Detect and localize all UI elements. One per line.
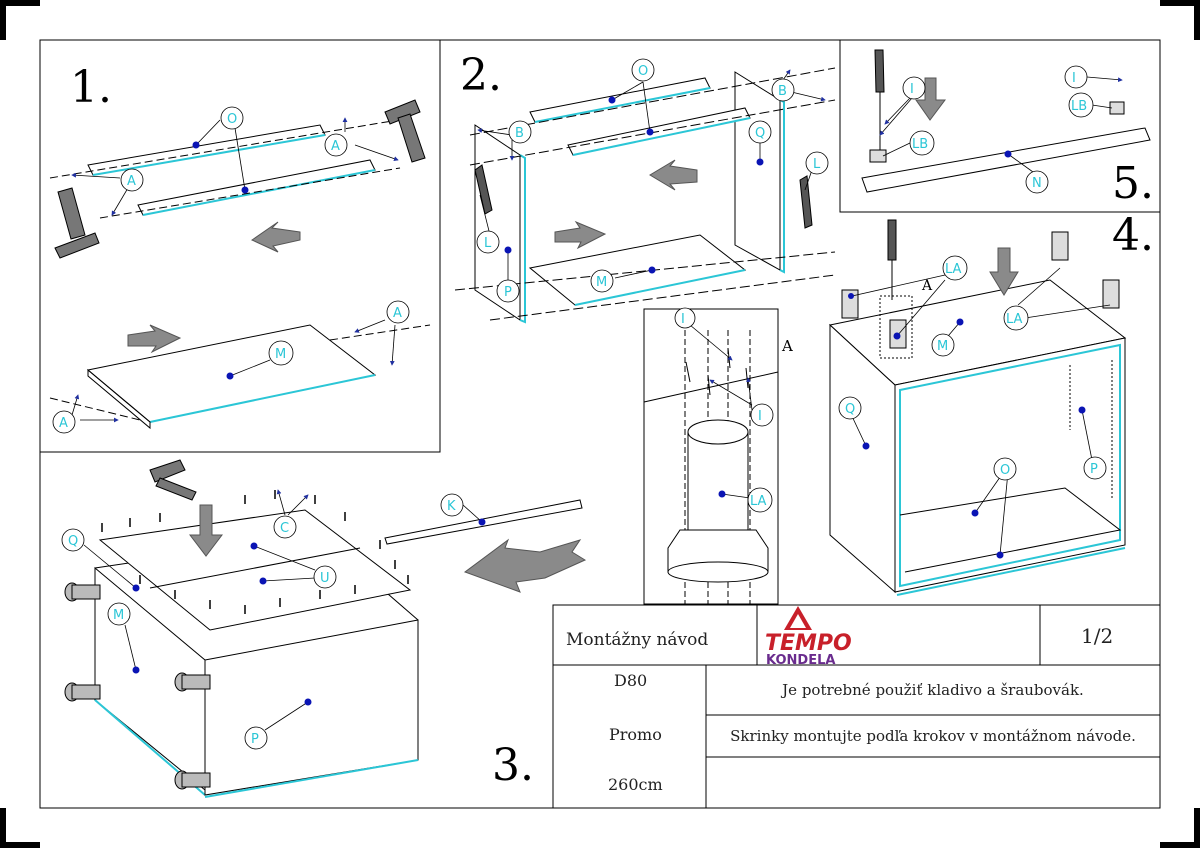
svg-text:KONDELA: KONDELA [766, 653, 835, 668]
part-label-A: A [127, 174, 136, 189]
page-number: 1/2 [1081, 624, 1114, 648]
part-label-M: M [113, 608, 124, 623]
step1-labels [52, 106, 410, 434]
part-label-A: A [59, 416, 68, 431]
note-assembly: Skrinky montujte podľa krokov v montážno… [730, 727, 1136, 745]
part-label-M: M [937, 339, 948, 354]
part-label-P: P [504, 285, 512, 300]
step1-arrows [127, 221, 301, 354]
detail-a-marker: A [921, 278, 933, 294]
step2-labels [476, 58, 829, 303]
title-block-grid [552, 604, 1161, 809]
step4-dots [848, 293, 1086, 559]
note-tools: Je potrebné použiť kladivo a šraubovák. [782, 681, 1084, 699]
series-name: Promo [609, 725, 662, 744]
part-label-LA: LA [945, 262, 962, 277]
step3-labels [61, 493, 464, 750]
part-label-B: B [778, 84, 787, 99]
part-label-O: O [1000, 463, 1010, 478]
model-code: D80 [614, 671, 648, 690]
part-label-M: M [275, 347, 286, 362]
part-label-I: I [758, 409, 762, 424]
step5-dot [1004, 150, 1012, 158]
part-label-I: I [910, 82, 914, 97]
detail-a-labels [674, 307, 774, 513]
detail-a-drawing [643, 330, 779, 604]
part-label-I: I [681, 312, 685, 327]
part-label-LA: LA [1006, 312, 1023, 327]
part-label-P: P [251, 732, 259, 747]
step1-dots [192, 141, 249, 380]
step5-arrows [915, 77, 946, 121]
length-value: 260cm [608, 775, 663, 794]
step5-labels [902, 65, 1094, 194]
part-label-A: A [331, 139, 340, 154]
detail-a-title: A [781, 337, 793, 355]
part-label-Q: Q [755, 126, 765, 141]
part-label-LB: LB [912, 137, 928, 152]
detail-box [643, 308, 779, 605]
step2-drawing [454, 67, 836, 324]
step-number-1: 1. [70, 62, 112, 113]
step-number-2: 2. [460, 50, 502, 101]
part-label-LA: LA [750, 494, 767, 509]
step2-dots [504, 96, 764, 274]
part-label-Q: Q [68, 534, 78, 549]
part-label-C: C [280, 521, 289, 536]
step5-callouts [879, 76, 1123, 173]
step-number-3: 3. [492, 740, 534, 791]
detail-a-callouts [689, 324, 753, 499]
step1-drawing [49, 99, 431, 430]
part-label-K: K [447, 499, 456, 514]
part-label-O: O [227, 112, 237, 127]
step3-callouts [83, 489, 483, 731]
step3-dots [132, 518, 486, 706]
detail-dot [718, 490, 726, 498]
step5-drawing [861, 49, 1151, 193]
part-label-P: P [1090, 462, 1098, 477]
tempo-kondela-logo: TEMPO KONDELA [765, 606, 852, 668]
part-label-Q: Q [845, 402, 855, 417]
step-number-5: 5. [1112, 158, 1154, 209]
part-label-N: N [1032, 176, 1042, 191]
step4-labels [838, 255, 1107, 481]
step5-box [839, 39, 1161, 213]
step3-arrows [188, 504, 587, 593]
part-label-U: U [320, 571, 330, 586]
part-label-A: A [393, 306, 402, 321]
part-label-B: B [515, 126, 524, 141]
part-label-L: L [813, 157, 821, 172]
part-label-M: M [596, 275, 607, 290]
step1-callouts [71, 117, 399, 423]
step2-arrows [554, 159, 698, 250]
part-label-I: I [1072, 71, 1076, 86]
step-number-4: 4. [1112, 210, 1154, 261]
part-label-LB: LB [1071, 99, 1087, 114]
step1-box [39, 39, 441, 453]
part-label-L: L [484, 236, 492, 251]
step4-arrows [989, 247, 1019, 296]
part-label-O: O [638, 64, 648, 79]
doc-title: Montážny návod [566, 630, 709, 650]
svg-text:TEMPO: TEMPO [765, 631, 852, 656]
step3-drawing [64, 459, 583, 798]
